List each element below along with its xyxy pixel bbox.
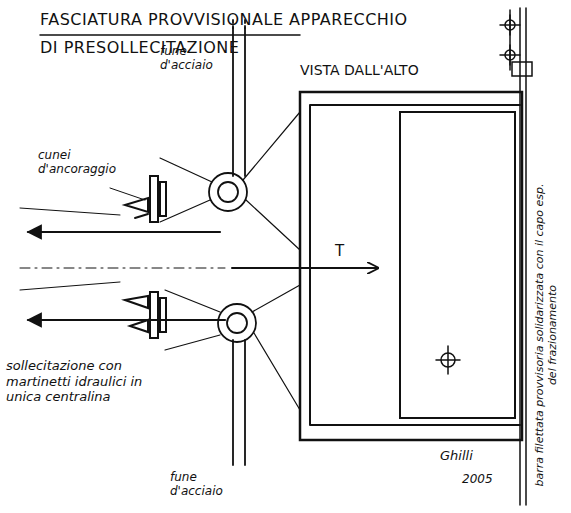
note: sollecitazione con martinetti idraulici … [6,358,181,405]
title-underline [40,34,300,36]
pull-arrow [28,231,220,233]
view-label: VISTA DALL'ALTO [300,62,500,79]
wedge-label: cunei d'ancoraggio [38,148,128,177]
pull-arrow [28,319,225,321]
crosshair [436,346,460,374]
rope-label: fune d'acciaio [160,44,228,73]
anchor-wedges [110,176,166,338]
sketch-line [20,208,120,290]
date: 2005 [462,472,512,486]
frame [300,92,522,440]
threaded-bar [500,8,532,505]
title: FASCIATURA PROVVISIONALE APPARECCHIO DI … [40,6,415,62]
steel-rope [165,285,300,465]
force-arrow [232,267,378,269]
bar-note: barra filettata provvisoria solidarizzat… [533,175,559,495]
signature: Ghilli [440,448,500,464]
force-label: T [335,242,355,260]
rope-label: fune d'acciaio [170,470,230,499]
axis-line [20,268,225,269]
